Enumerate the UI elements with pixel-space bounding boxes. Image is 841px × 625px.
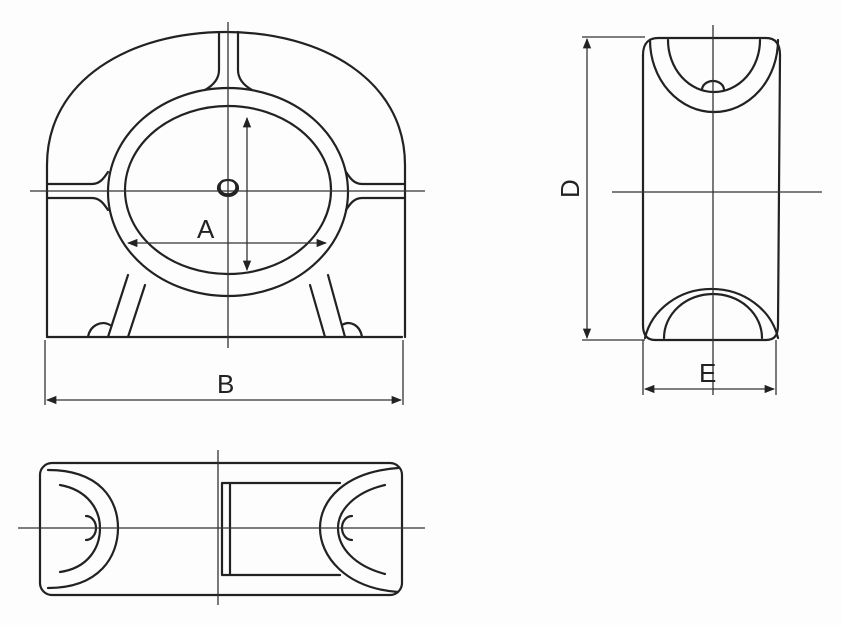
right-leg <box>308 273 347 339</box>
top-groove-inner <box>666 38 762 94</box>
right-groove-inner <box>336 483 387 576</box>
inner-slot <box>220 481 342 577</box>
label-b: B <box>217 369 234 399</box>
side-view: D E <box>555 25 822 395</box>
left-rib <box>45 170 110 212</box>
side-body <box>641 36 782 342</box>
top-groove-outer <box>648 38 780 114</box>
right-groove-outer <box>318 466 400 594</box>
left-groove-outer <box>46 468 120 590</box>
bottom-groove-outer <box>643 287 780 340</box>
left-leg <box>106 273 147 339</box>
top-view <box>18 450 425 605</box>
label-a: A <box>197 214 215 244</box>
label-c: C <box>213 178 243 197</box>
front-view: A C B <box>30 22 425 405</box>
top-rib <box>203 30 254 92</box>
right-rib <box>344 170 407 212</box>
label-e: E <box>699 358 716 388</box>
top-body <box>38 461 404 597</box>
left-foot <box>86 321 112 339</box>
label-d: D <box>555 179 585 198</box>
outer-arch <box>45 30 407 339</box>
right-foot <box>340 321 364 339</box>
